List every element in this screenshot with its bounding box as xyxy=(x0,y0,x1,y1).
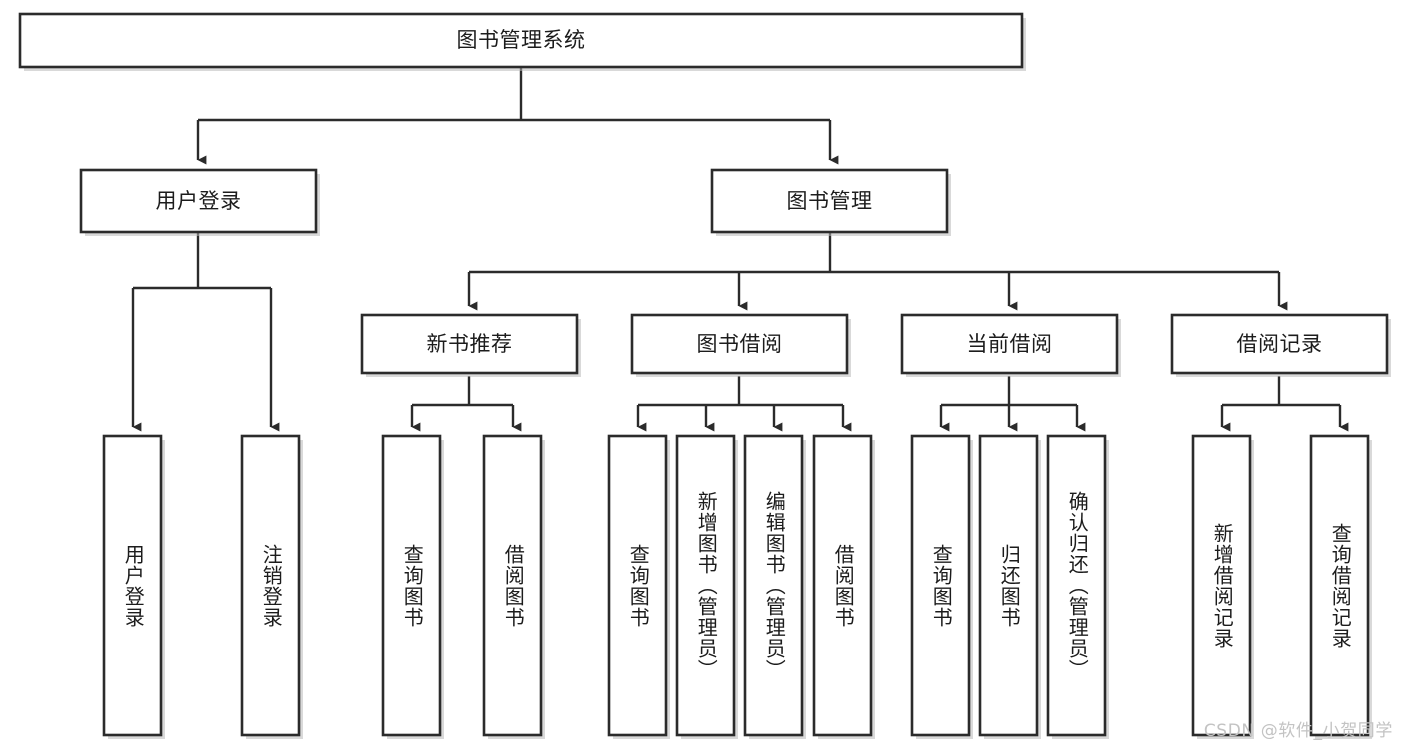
node-leaf-query-book-3[interactable] xyxy=(910,434,971,737)
node-leaf-edit-book[interactable] xyxy=(743,434,804,737)
node-root[interactable] xyxy=(18,12,1024,69)
node-leaf-return-book[interactable] xyxy=(978,434,1039,737)
node-borrow-record[interactable] xyxy=(1170,313,1389,375)
node-leaf-query-book-1[interactable] xyxy=(381,434,442,737)
node-leaf-user-login[interactable] xyxy=(102,434,163,737)
node-book-borrow[interactable] xyxy=(630,313,849,375)
node-new-book-recommend[interactable] xyxy=(360,313,579,375)
node-leaf-query-record[interactable] xyxy=(1309,434,1370,737)
node-book-manage[interactable] xyxy=(710,168,949,234)
node-leaf-confirm-return[interactable] xyxy=(1046,434,1107,737)
edge-group xyxy=(131,67,1349,432)
node-leaf-add-record[interactable] xyxy=(1191,434,1252,737)
node-leaf-add-book[interactable] xyxy=(675,434,736,737)
node-user-login[interactable] xyxy=(79,168,318,234)
node-current-borrow[interactable] xyxy=(900,313,1119,375)
node-leaf-borrow-book-2[interactable] xyxy=(812,434,873,737)
node-group xyxy=(18,12,1391,739)
node-leaf-logout-login[interactable] xyxy=(240,434,301,737)
node-leaf-query-book-2[interactable] xyxy=(607,434,668,737)
node-leaf-borrow-book-1[interactable] xyxy=(482,434,543,737)
